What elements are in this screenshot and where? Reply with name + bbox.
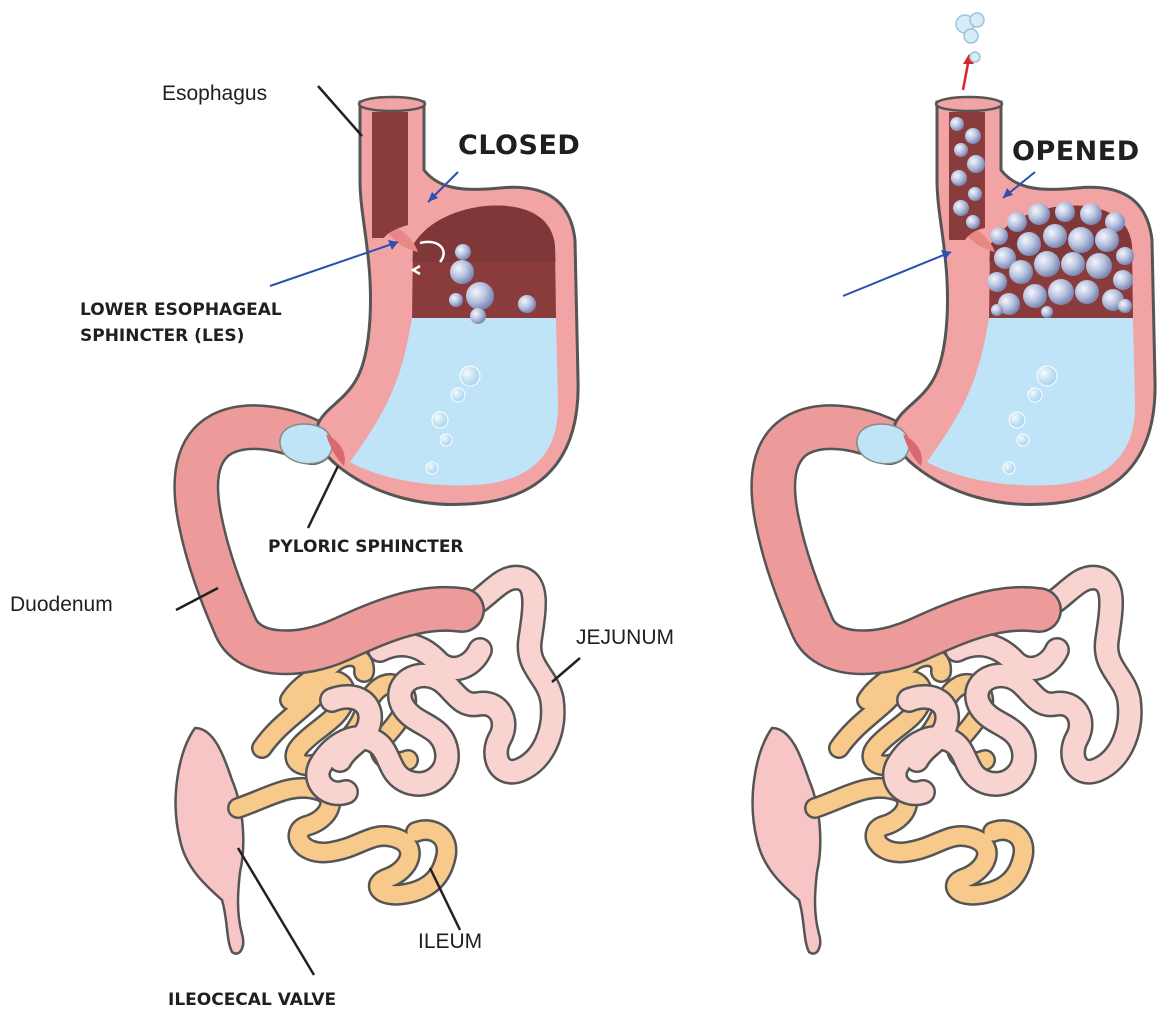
label-closed: CLOSED — [458, 130, 580, 161]
label-duodenum: Duodenum — [10, 593, 113, 617]
esophagus-lumen — [372, 112, 408, 238]
label-les-line1: LOWER ESOPHAGEAL — [80, 300, 282, 320]
label-ileocecal-valve: ILEOCECAL VALVE — [168, 990, 336, 1010]
label-esophagus: Esophagus — [162, 82, 267, 106]
les-pointer-arrow-right — [843, 252, 951, 296]
label-ileum: ILEUM — [418, 930, 482, 954]
closed-panel — [176, 86, 580, 975]
jejunum-pointer — [552, 658, 580, 682]
label-les-line2: SPHINCTER (LES) — [80, 326, 244, 346]
esophagus-pointer — [318, 86, 362, 136]
label-jejunum: JEJUNUM — [576, 626, 674, 650]
ileocecal-pointer — [238, 848, 314, 975]
escaping-gas-bubbles — [956, 13, 984, 62]
label-pyloric-sphincter: PYLORIC SPHINCTER — [268, 537, 464, 557]
label-opened: OPENED — [1012, 136, 1140, 167]
pyloric-pointer — [308, 466, 338, 528]
